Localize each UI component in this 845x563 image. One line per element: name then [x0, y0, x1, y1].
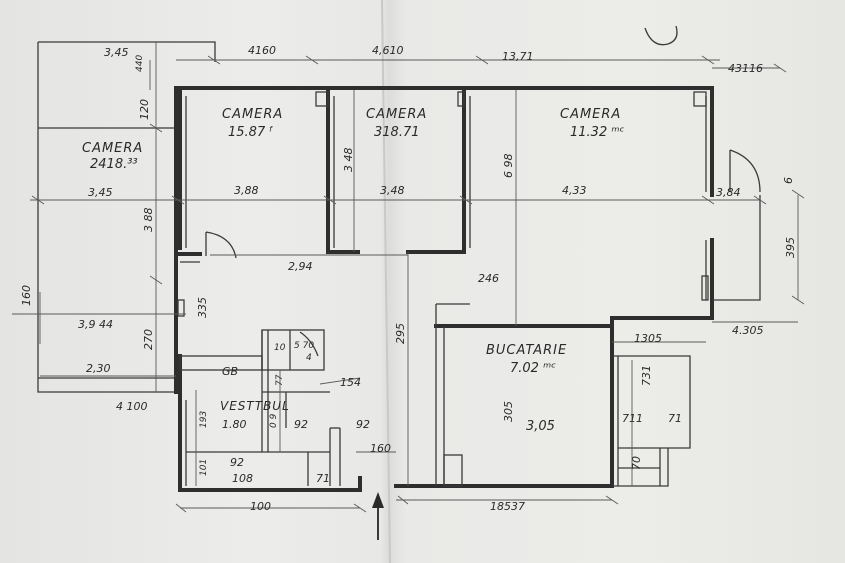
dim-v-160: 160	[20, 285, 33, 306]
room-label-camera-left: CAMERA	[82, 141, 143, 156]
dim-4305: 4.305	[732, 324, 764, 337]
dim-4100: 4 100	[116, 400, 148, 413]
internal-walls	[177, 86, 709, 487]
dim-3944: 3,9 44	[78, 318, 113, 331]
dim-230: 2,30	[86, 362, 111, 375]
dim-right-384: 3,84	[716, 186, 741, 199]
dim-10: 10	[274, 343, 286, 353]
dim-731: 731	[640, 365, 653, 386]
dim-1305: 1305	[634, 332, 662, 345]
dim-v-305: 305	[502, 401, 515, 422]
dim-108: 108	[232, 472, 253, 485]
dim-18537: 18537	[490, 500, 525, 513]
room-area-camera-mid1: 15.87 ᶠ	[228, 125, 273, 140]
dim-294: 2,94	[288, 260, 313, 273]
door-swings	[205, 149, 761, 357]
dim-305b: 3,05	[526, 419, 555, 434]
dim-v-295: 295	[394, 323, 407, 344]
room-label-camera-right: CAMERA	[560, 107, 621, 122]
dimension-ticks	[31, 55, 805, 513]
dim-92c: 92	[230, 456, 244, 469]
dim-top-345: 3,45	[104, 46, 129, 59]
dim-92a: 92	[294, 418, 308, 431]
dim-154: 154	[340, 376, 361, 389]
dim-92b: 92	[356, 418, 370, 431]
dim-711: 711	[622, 412, 643, 425]
dim-v-395: 395	[784, 237, 797, 258]
entrance-arrow-icon	[372, 492, 384, 540]
dim-71b: 71	[316, 472, 330, 485]
room-area-camera-right: 11.32 ᵐᶜ	[570, 125, 624, 140]
room-label-vestibul: VESTTBUL	[220, 399, 290, 413]
dim-top-4610: 4,610	[372, 44, 404, 57]
dim-193: 193	[199, 411, 209, 428]
room-label-camera-mid1: CAMERA	[222, 107, 283, 122]
dim-09: 0 9	[269, 413, 279, 428]
dim-left-345: 3,45	[88, 186, 113, 199]
room-area-camera-left: 2418.³³	[90, 157, 138, 172]
dim-v-120: 120	[138, 99, 151, 120]
dim-v-388: 3 88	[142, 208, 155, 233]
dimension-lines	[12, 42, 799, 509]
dim-v-270: 270	[142, 329, 155, 350]
dim-top-1371: 13,71	[502, 50, 534, 63]
dim-v-698: 6 98	[502, 154, 515, 179]
dim-160b: 160	[370, 442, 391, 455]
dim-100: 100	[250, 500, 271, 513]
dim-top-440: 440	[135, 55, 145, 72]
dim-77: 77	[275, 374, 285, 386]
dim-top-43116: 43116	[728, 62, 763, 75]
dim-top-4160: 4160	[248, 44, 276, 57]
dim-mid-388: 3,88	[234, 184, 259, 197]
outer-walls	[37, 41, 761, 492]
dim-mid-348: 3,48	[380, 184, 405, 197]
paper-fold	[381, 0, 391, 563]
room-area-vestibul: 1.80	[222, 418, 247, 431]
dim-v-335: 335	[196, 297, 209, 318]
dim-right-433: 4,33	[562, 184, 587, 197]
room-label-camera-mid2: CAMERA	[366, 107, 427, 122]
dim-71a: 71	[668, 412, 682, 425]
room-area-bucatarie: 7.02 ᵐᶜ	[510, 361, 556, 376]
dim-v-6: 6	[782, 177, 795, 184]
dim-v-348: 3 48	[342, 148, 355, 173]
dim-4: 4	[306, 353, 312, 363]
orientation-mark	[644, 25, 678, 46]
dim-101: 101	[199, 459, 209, 476]
dim-246: 246	[478, 272, 499, 285]
dim-5-70: 5 70	[294, 341, 314, 351]
room-area-camera-mid2: 318.71	[374, 125, 420, 140]
room-label-gb: GB	[222, 365, 238, 378]
room-label-bucatarie: BUCATARIE	[486, 343, 567, 358]
dim-70: 70	[630, 456, 643, 470]
